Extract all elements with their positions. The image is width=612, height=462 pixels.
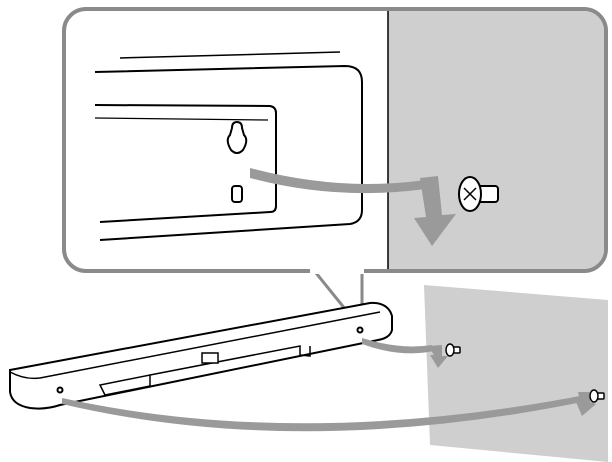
- soundbar-rear-detail: [94, 51, 363, 241]
- wall-panel: [424, 285, 608, 462]
- curved-arrow-icon: [362, 338, 448, 368]
- curved-arrow-icon: [62, 392, 596, 432]
- screw-icon: [458, 176, 499, 212]
- keyhole-mount-icon: [56, 386, 64, 394]
- detail-callout: [62, 7, 608, 335]
- keyhole-mount-icon: [356, 326, 364, 334]
- keyhole-mount-icon: [226, 120, 248, 203]
- soundbar: [9, 301, 393, 410]
- curved-arrow-icon: [250, 168, 456, 246]
- screw-icon: [445, 343, 605, 403]
- wall-detail: [388, 11, 604, 269]
